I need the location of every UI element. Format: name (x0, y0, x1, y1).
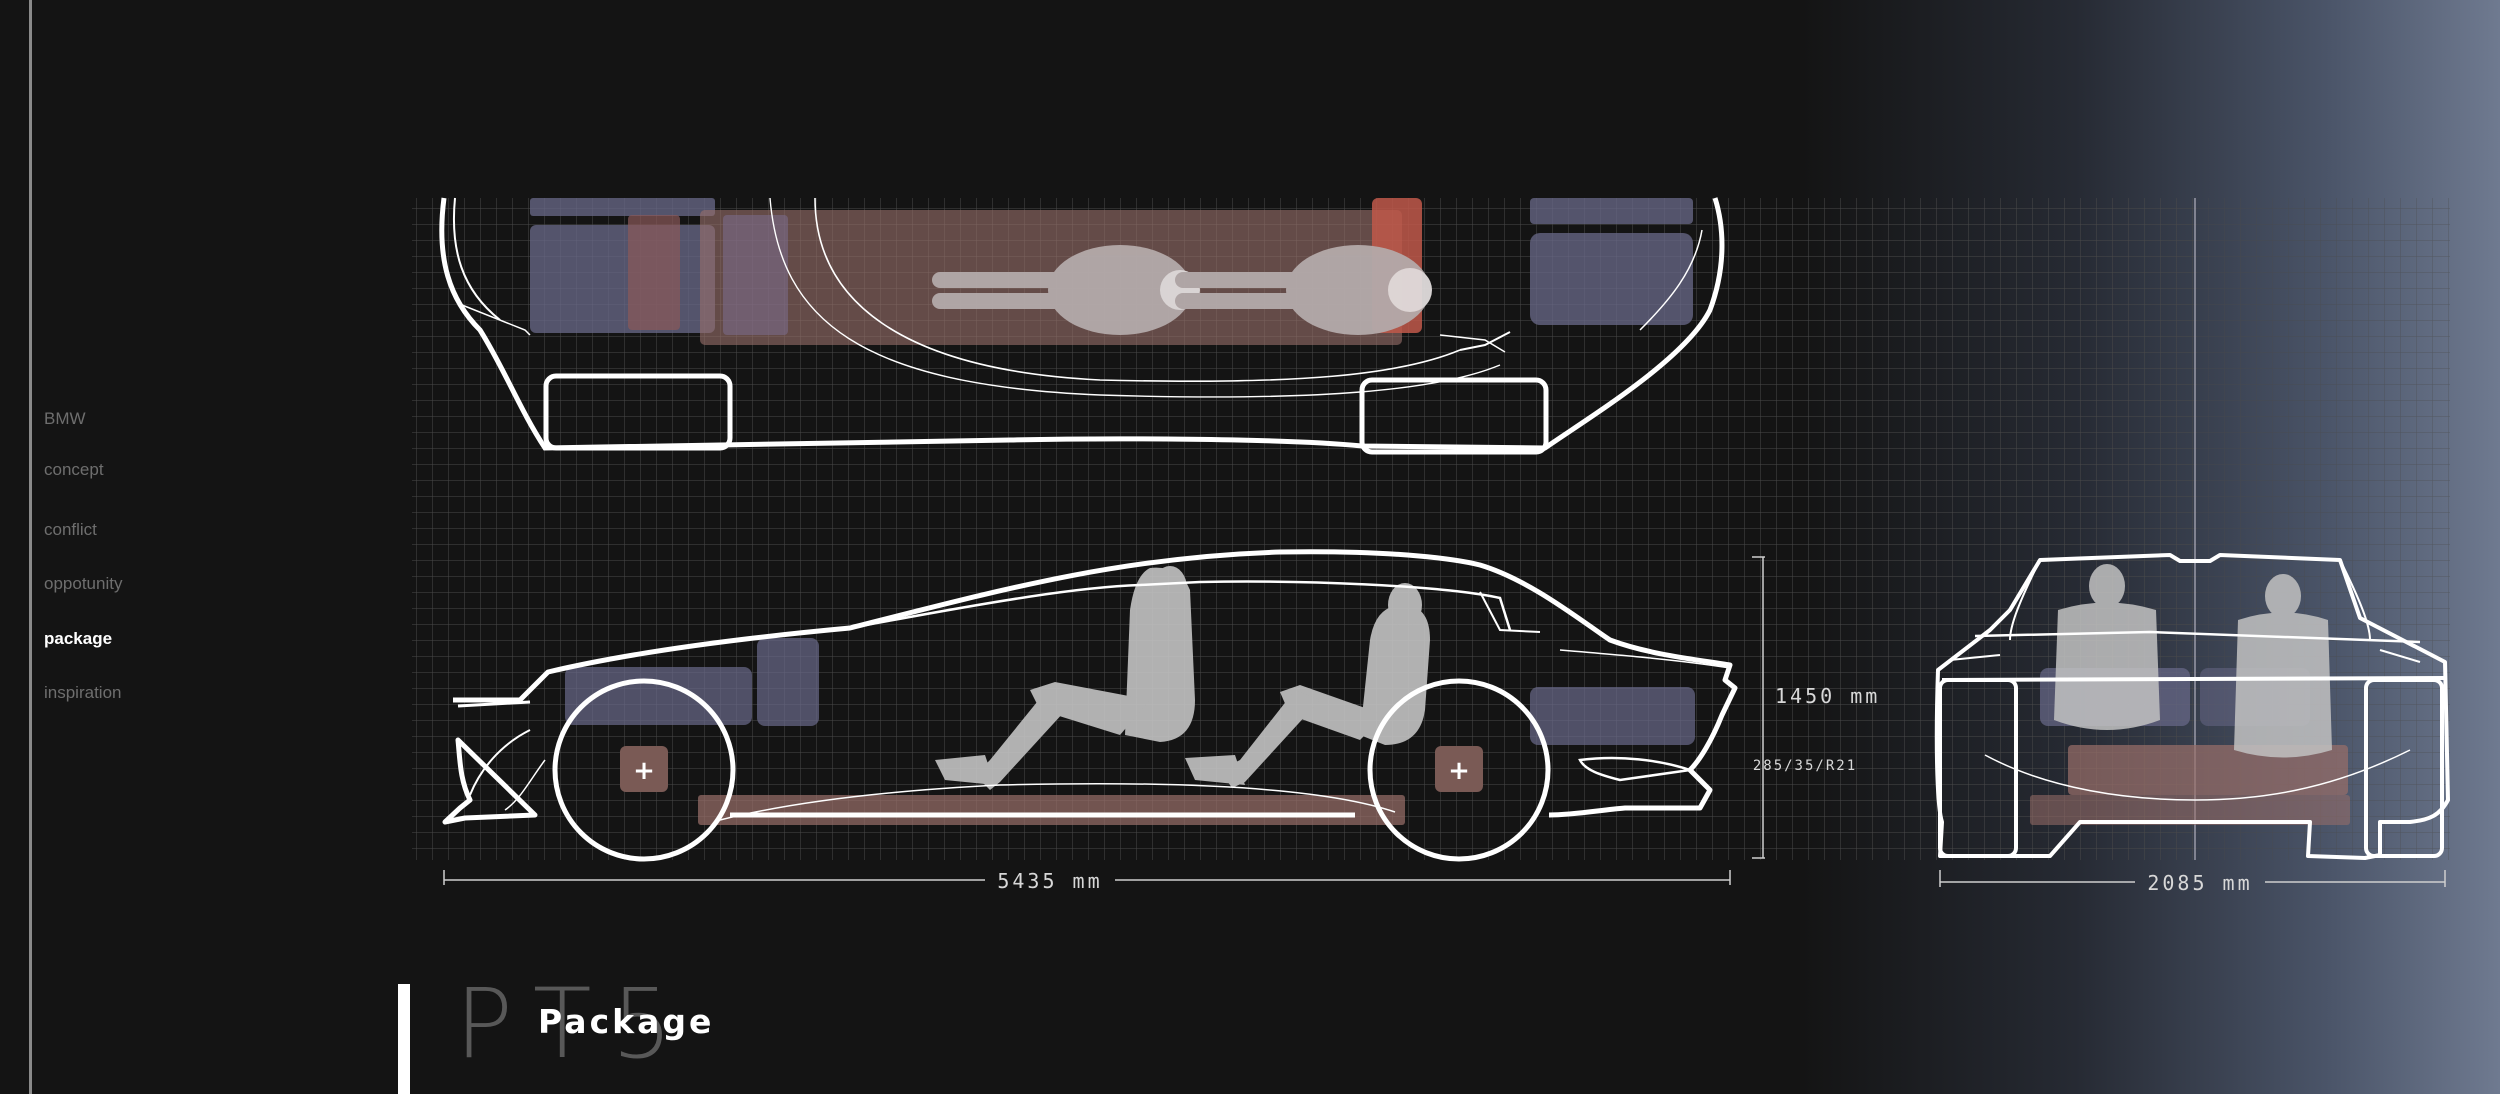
top-wheel-front (543, 373, 733, 451)
height-label: 1450 mm (1775, 684, 1880, 708)
side-hub-rear (1435, 746, 1483, 792)
front-wheel-left (1938, 678, 2018, 858)
side-wheel-front (552, 678, 736, 862)
side-rear-block (1530, 687, 1695, 745)
front-occupant-figures (2054, 564, 2332, 758)
length-label: 5435 mm (997, 869, 1102, 893)
top-wheel-rear (1359, 377, 1549, 455)
top-seat-block (723, 215, 788, 335)
side-battery-block (698, 795, 1405, 825)
nav-item-package[interactable]: package (44, 629, 113, 648)
side-hub-front (620, 746, 668, 792)
height-dimension-line (1752, 556, 1765, 859)
top-body-outline (439, 197, 1725, 451)
length-dimension-line (443, 870, 1731, 885)
nav-item-opportunity[interactable]: oppotunity (44, 574, 123, 593)
side-body-outline (442, 549, 1738, 825)
rear-hub-plus-icon: + (1448, 756, 1470, 786)
left-rule (29, 0, 32, 1094)
top-seat-block (530, 225, 715, 333)
side-wheel-rear (1367, 678, 1551, 862)
front-view (1934, 553, 2450, 860)
top-occupant-figures (932, 245, 1432, 335)
top-seat-block (1530, 198, 1693, 224)
width-label: 2085 mm (2147, 871, 2252, 895)
side-front-block (757, 638, 819, 726)
page-title: Package (538, 1002, 715, 1041)
nav-item-bmw[interactable]: BMW (44, 409, 86, 428)
nav-item-inspiration[interactable]: inspiration (44, 683, 122, 702)
front-hub-plus-icon: + (633, 756, 655, 786)
side-occupant-figures (935, 566, 1430, 790)
width-dimension-line (1939, 870, 2446, 887)
side-front-block (565, 667, 752, 725)
tire-label: 285/35/R21 (1753, 758, 1857, 774)
section-code: PT5 (455, 968, 693, 1080)
top-seat-block (530, 198, 715, 216)
top-seat-block (1530, 233, 1693, 325)
top-view (439, 197, 1725, 455)
nav-item-concept[interactable]: concept (44, 460, 104, 479)
side-view: + + (442, 549, 1738, 862)
top-body-block (628, 215, 680, 330)
front-battery-block (2068, 745, 2348, 795)
title-accent-bar (398, 984, 410, 1094)
front-wheel-right (2364, 678, 2444, 858)
nav-item-conflict[interactable]: conflict (44, 520, 97, 539)
front-body-outline (1934, 553, 2450, 860)
